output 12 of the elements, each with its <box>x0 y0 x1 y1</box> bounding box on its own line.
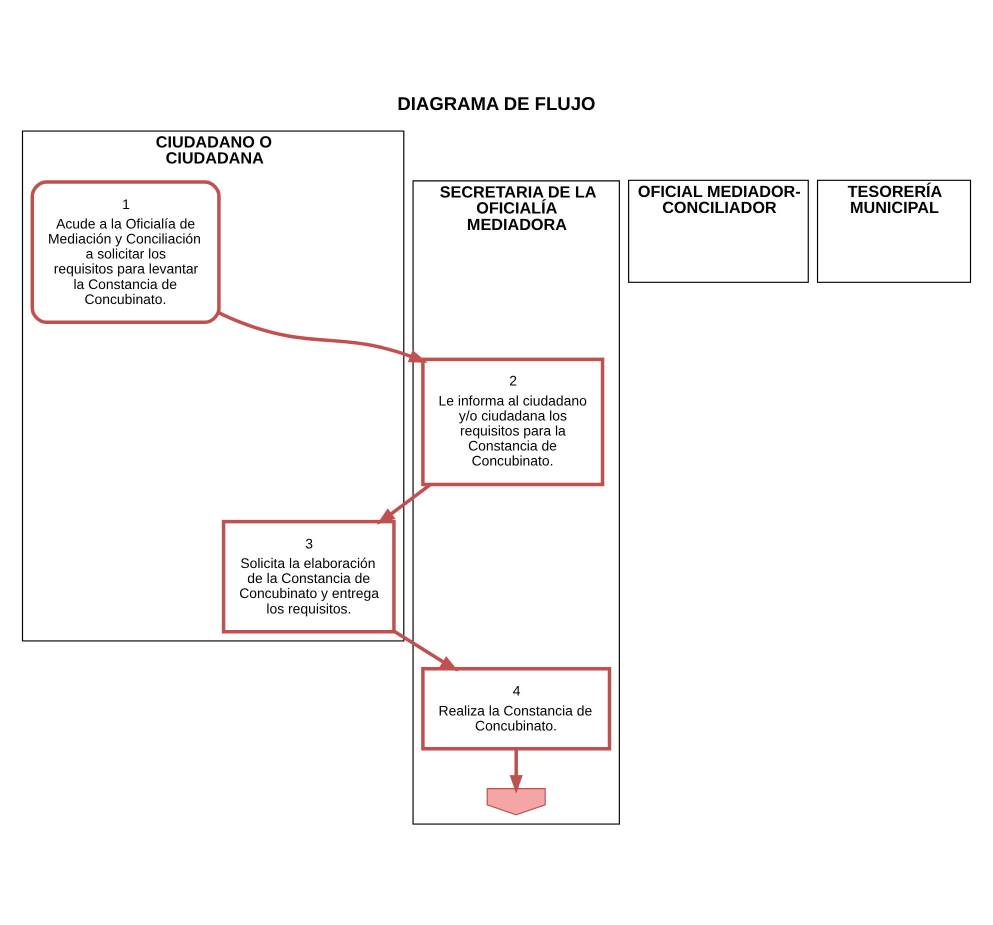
node-pentagon <box>486 788 546 816</box>
arrow <box>510 748 523 794</box>
diagram-title: DIAGRAMA DE FLUJO <box>397 92 596 114</box>
arrow <box>376 483 432 525</box>
node-box: 2 Le informa al ciudadano y/o ciudadana los requisitos para la Constancia de Concubinato. <box>421 358 604 486</box>
arrow <box>218 311 428 363</box>
node-box: 4 Realiza la Constancia de Concubinato. <box>421 667 612 750</box>
node-box: TESORERÍA MUNICIPAL <box>816 180 972 283</box>
node-box: 1 Acude a la Oficialía de Mediación y Conciliación a solicitar los requisitos para levantar la Constancia de Concubinato. <box>30 180 221 324</box>
node-box: 3 Solicita la elaboración de la Constancia de Concubinato y entrega los requisitos. <box>222 520 396 634</box>
node-box: OFICIAL MEDIADOR-CONCILIADOR <box>628 180 809 283</box>
arrow <box>393 630 459 672</box>
